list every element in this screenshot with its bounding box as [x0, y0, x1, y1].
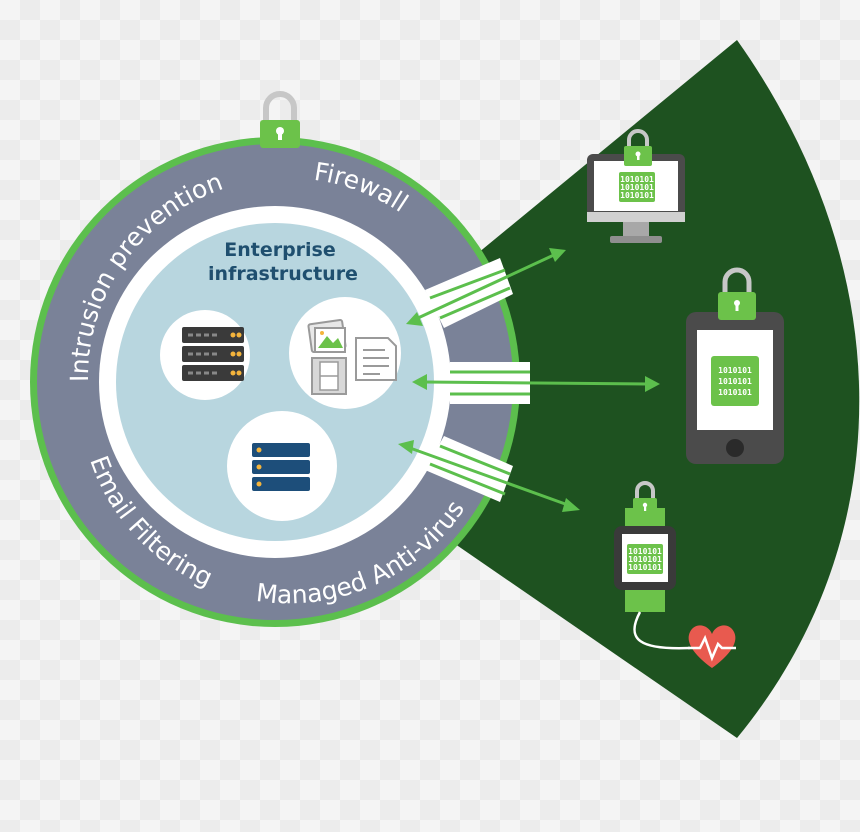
tablet-icon: 1010101 1010101 1010101	[686, 312, 784, 464]
tablet-lock-icon	[718, 267, 756, 320]
media-files-circle	[289, 297, 401, 409]
image-file-icon	[307, 319, 347, 353]
binary-text: 1010101	[620, 175, 654, 184]
smartwatch-icon: 1010101 1010101 1010101	[614, 508, 676, 612]
binary-text: 1010101	[718, 388, 752, 397]
ring-lock-icon	[260, 91, 300, 148]
device-zone-fan	[275, 40, 860, 738]
monitor-lock-icon	[624, 129, 652, 166]
center-title-line2: infrastructure	[208, 263, 358, 285]
binary-text: 1010101	[718, 377, 752, 386]
server-rack-icon	[182, 327, 244, 381]
server-rack-circle	[160, 310, 250, 400]
connection-arrows	[398, 248, 660, 512]
binary-text: 1010101	[628, 555, 662, 564]
center-title-line1: Enterprise	[224, 239, 336, 261]
heart-rate-icon	[688, 625, 736, 668]
film-icon	[311, 357, 347, 395]
database-server-icon	[252, 443, 310, 491]
binary-text: 1010101	[718, 366, 752, 375]
binary-text: 1010101	[620, 183, 654, 192]
desktop-monitor-icon: 1010101 1010101 1010101	[587, 154, 685, 243]
watch-lock-icon	[633, 481, 657, 516]
document-icon	[355, 337, 397, 381]
binary-text: 1010101	[628, 547, 662, 556]
binary-text: 1010101	[628, 563, 662, 572]
sensor-cable	[633, 611, 691, 650]
binary-text: 1010101	[620, 191, 654, 200]
database-server-circle	[227, 411, 337, 521]
